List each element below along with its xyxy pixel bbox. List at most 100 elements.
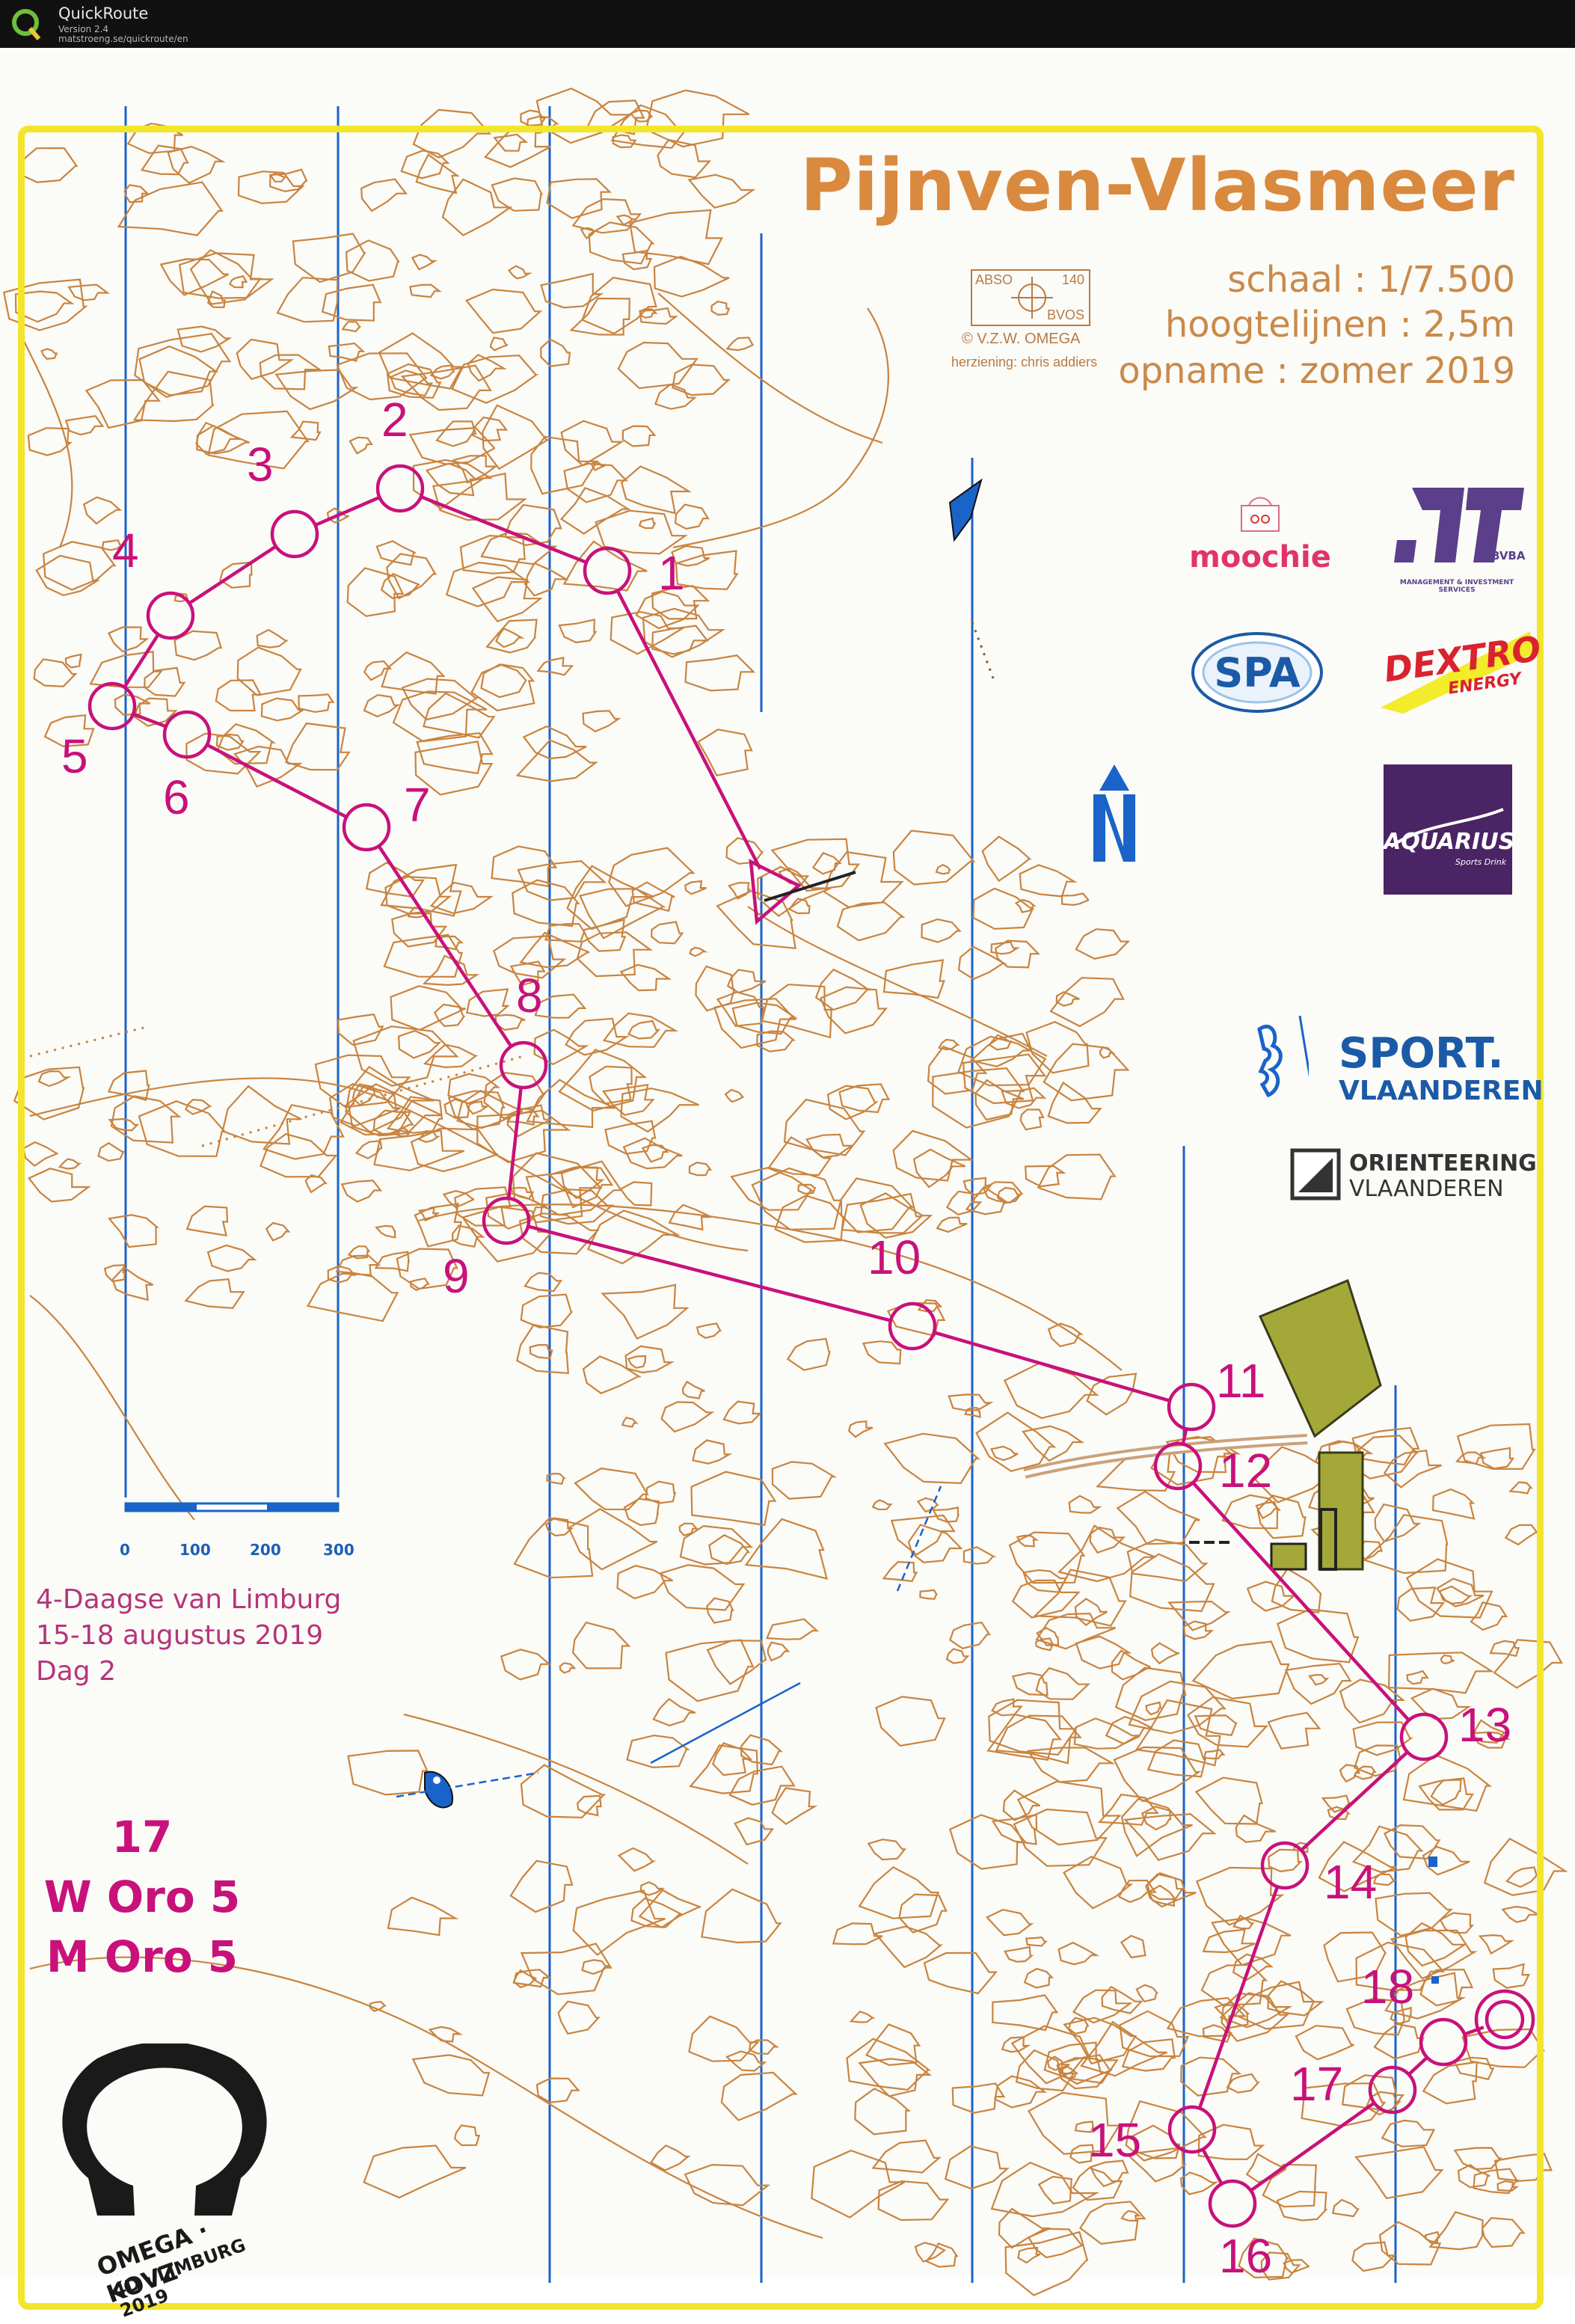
contour [237,171,305,204]
contour [558,619,598,644]
contour [1355,1941,1446,1991]
contour [443,1098,470,1119]
contour [1438,1585,1473,1605]
map-canvas[interactable] [0,48,1575,2324]
contour [914,2242,946,2263]
contour [576,931,653,978]
contour [1023,1967,1054,1989]
contour [706,1597,734,1624]
contour [185,1205,229,1237]
contour [42,541,117,591]
contour [1277,1608,1360,1664]
contour [360,178,408,212]
control-number: 16 [1219,2229,1273,2283]
control-circle [342,803,391,852]
contour [631,881,675,913]
contour [1145,1701,1162,1716]
contour [1022,1569,1068,1593]
contour [569,297,630,336]
control-number: 7 [404,778,431,832]
contour [649,2144,691,2171]
contour [184,1098,212,1115]
contour [672,364,731,396]
contour [387,1896,459,1937]
contour [990,2161,1100,2218]
contour [1075,1635,1132,1670]
contour [1381,2119,1436,2147]
contour [726,969,767,994]
contour [519,931,590,969]
contour [1125,2146,1187,2183]
contour [221,1085,302,1145]
contour [1116,1490,1200,1545]
contour [1283,2258,1310,2274]
contour [1489,1640,1520,1658]
contour [485,619,538,654]
contour [771,1461,838,1500]
contour [645,89,750,148]
contour [467,354,507,382]
control-circle [88,681,137,731]
contour [276,277,339,323]
contour [654,383,698,410]
map-contour-interval: hoogtelijnen : 2,5m [1164,304,1515,346]
contour [744,1518,829,1580]
contour [138,1100,227,1157]
contour [262,1103,345,1160]
contour [351,1083,376,1106]
contour [314,1054,411,1109]
contour [859,1192,933,1239]
contour [767,1641,790,1662]
contour [520,1943,612,1996]
contour [89,651,163,688]
orienteering-flag-icon [1290,1148,1341,1201]
contour [1268,1848,1303,1873]
jt-bvba: BVBA [1491,549,1526,562]
contour [423,692,496,739]
course-number: 17 [111,1812,173,1862]
scale-label-100: 100 [179,1541,211,1559]
contour [229,275,248,289]
contour [467,1100,490,1115]
contour [1483,1837,1568,1896]
contour [867,1839,907,1861]
contour [1183,1620,1215,1640]
contour [989,1445,1019,1462]
contour [466,988,510,1017]
contour [619,963,672,992]
contour [1321,1794,1351,1813]
contour [408,426,496,465]
contour [797,1183,817,1195]
contour [321,283,382,322]
orienteering-map[interactable]: Pijnven-Vlasmeer schaal : 1/7.500 hoogte… [0,48,1575,2322]
contour [132,370,215,423]
contour [581,277,657,335]
contour [534,993,587,1019]
contour [740,1734,783,1766]
contour [725,2050,767,2072]
contour [1246,1580,1296,1612]
contour [847,1420,874,1438]
contour [1027,2091,1121,2155]
contour [1373,2023,1425,2060]
contour [40,348,58,361]
contour [1197,2124,1265,2160]
contour [1034,1637,1054,1652]
contour [422,954,480,987]
aquarius-logo: AQUARIUS Sports Drink [1384,764,1514,895]
contour [64,653,82,669]
contour [533,1028,589,1066]
contour [159,258,230,296]
contour [690,1471,777,1527]
moochie-text: moochie [1189,540,1331,574]
control-number: 15 [1088,2113,1142,2167]
contour [1295,2025,1354,2061]
contour [957,945,1007,981]
contour [110,1095,182,1144]
contour [459,534,526,574]
contour [347,1750,429,1796]
event-dates: 15-18 augustus 2019 [36,1620,324,1651]
control-circle [1167,1382,1216,1432]
contour [380,863,462,917]
flemish-lion-icon [1257,1015,1319,1126]
